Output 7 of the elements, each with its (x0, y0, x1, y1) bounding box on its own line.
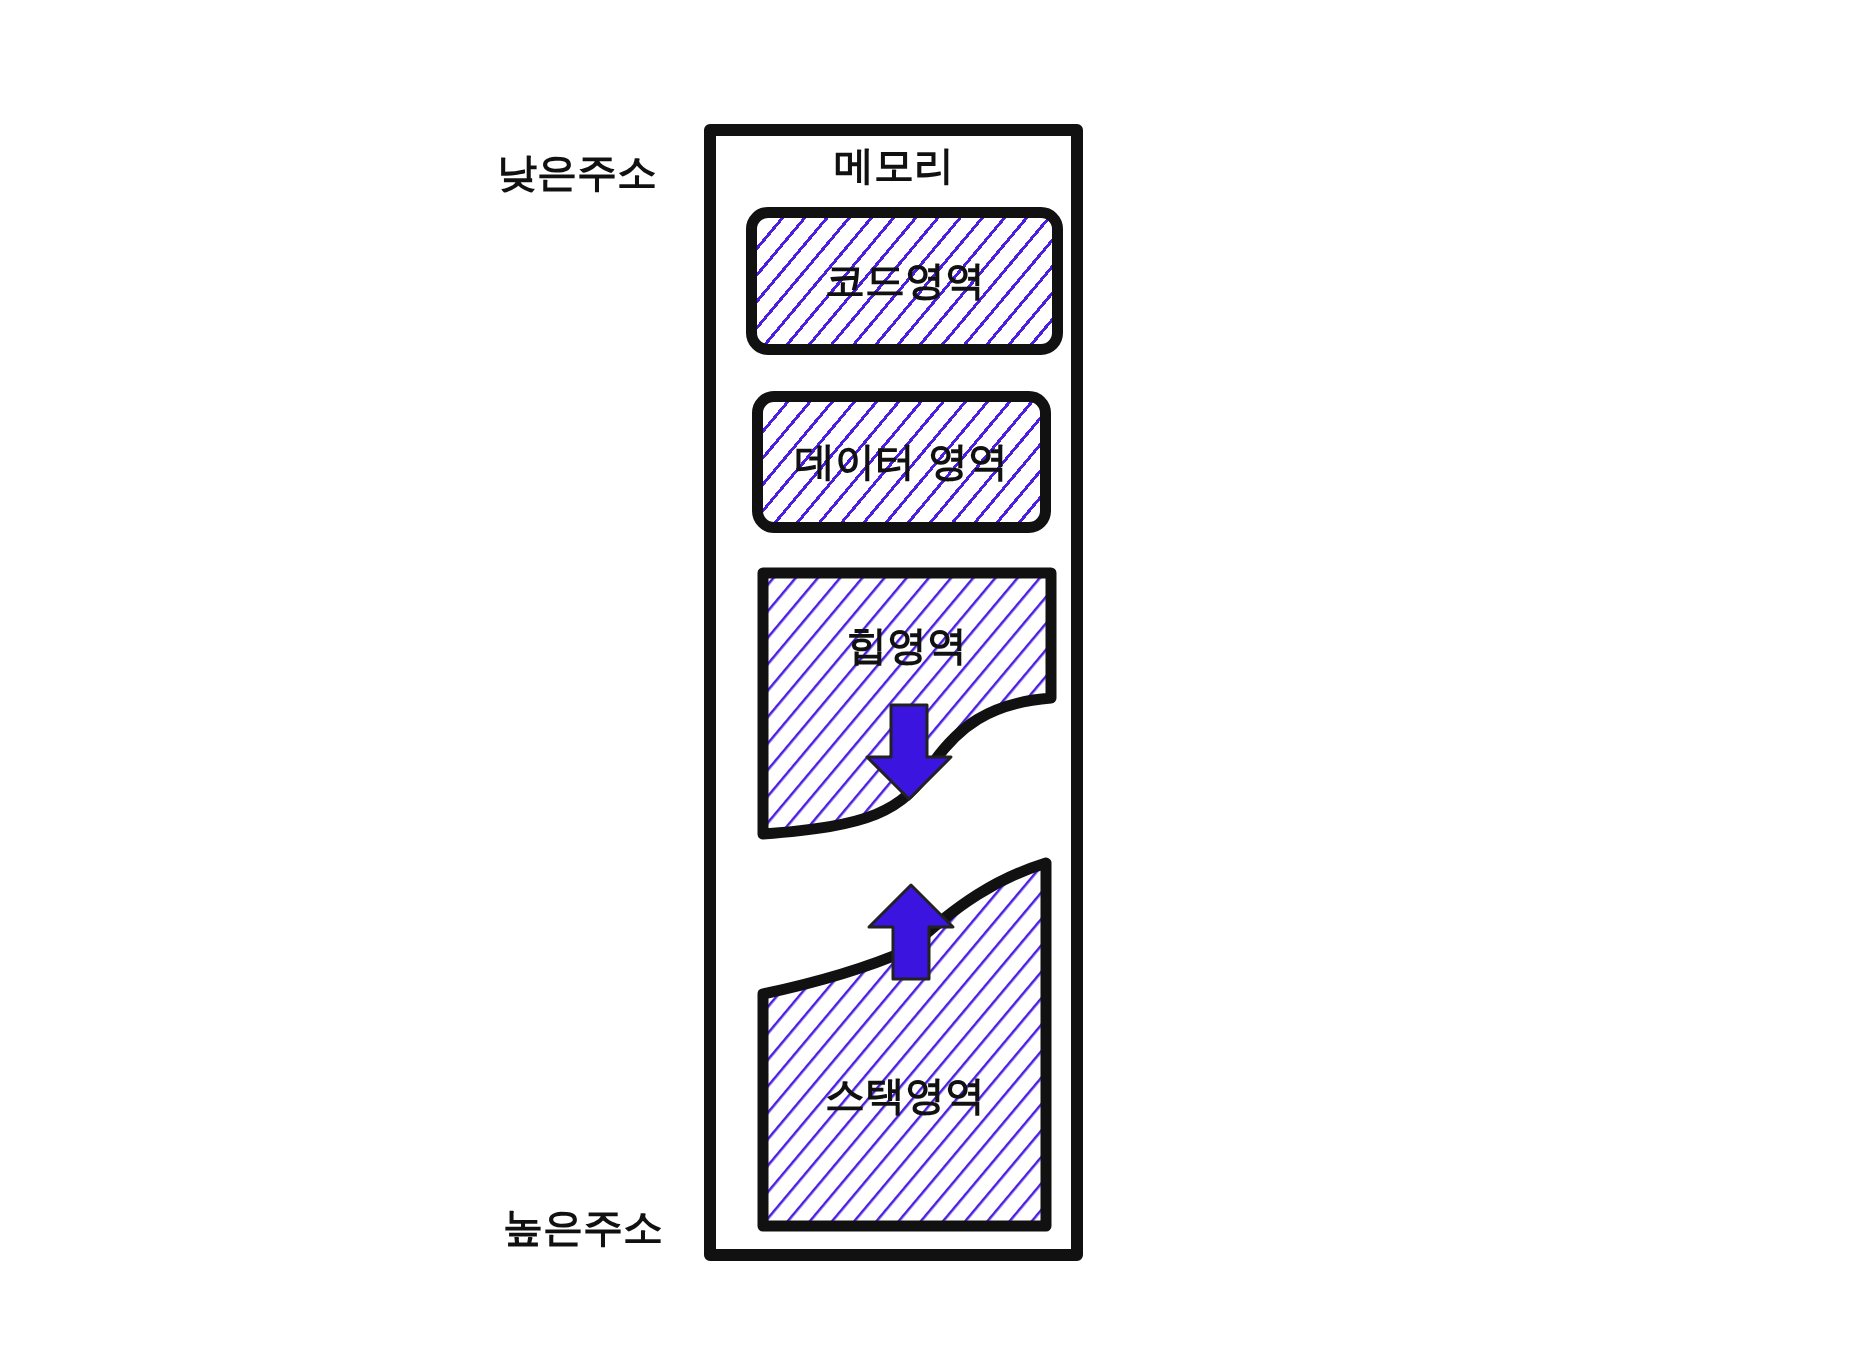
heap-region (758, 568, 1056, 841)
stack-region (758, 858, 1051, 1231)
memory-title: 메모리 (832, 141, 955, 190)
address-label: 높은주소 (503, 1203, 663, 1252)
address-label: 낮은주소 (497, 148, 657, 197)
memory-box (704, 124, 1083, 1261)
code-region (746, 207, 1063, 355)
